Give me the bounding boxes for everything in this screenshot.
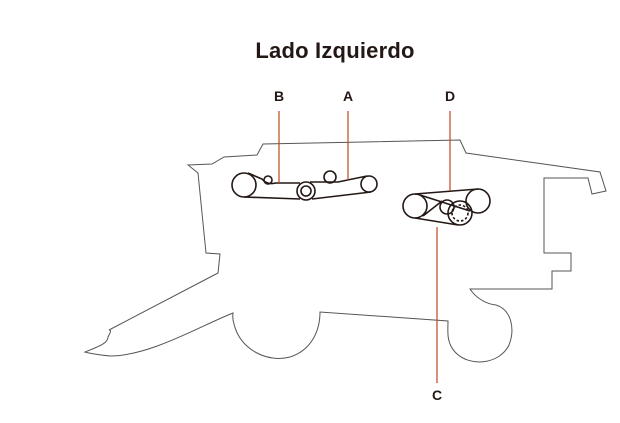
pulley-center-outer [296,181,316,201]
callout-label-c: C [431,387,443,403]
pulley-right-large [465,188,491,214]
pulley-center-inner [300,185,312,197]
machine-outline [83,139,607,363]
idler-pulley [439,199,455,215]
belt-drive-cd [402,188,491,226]
callout-label-a: A [342,88,354,104]
pulley-right [360,175,378,193]
pulley-left-large [231,172,257,198]
callout-leaders [278,111,451,383]
belt-drive-ab [231,170,378,201]
callout-label-b: B [273,88,285,104]
callout-label-d: D [444,88,456,104]
pulley-lower [447,200,473,226]
diagram-title: Lado Izquierdo [255,38,415,63]
idler-pulley-a [323,170,337,184]
pulley-hidden [451,204,469,222]
pulley-left-large [402,193,428,219]
